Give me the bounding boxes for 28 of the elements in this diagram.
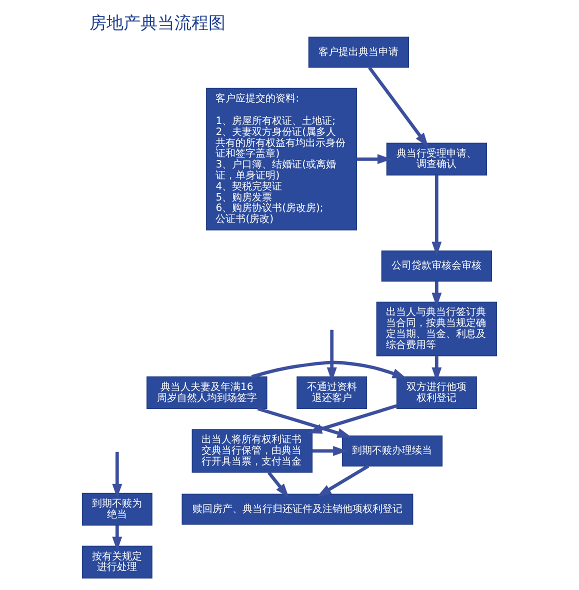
- node-box: 典当人夫妻及年满16周岁自然人均到场签字: [146, 376, 268, 410]
- arrow: [112, 525, 122, 551]
- node-box: 按有关规定进行处理: [82, 546, 152, 578]
- node-box: 客户应提交的资料: 1、房屋所有权证、土地证; 2、夫妻双方身份证(属多人共有的所有权益有均出示身份证和签字盖章) 3、户口簿、结婚证(或离婚证，单身证明) 4、契税完契证 5、购房发票 6、购房协议书(房改房);公证书(房改): [206, 88, 357, 230]
- diagram-title: 房地产典当流程图: [89, 12, 226, 33]
- node-box: 典当行受理申请、调查确认: [386, 142, 487, 176]
- arrow: [112, 452, 122, 498]
- arrow: [251, 360, 407, 378]
- node-box: 不通过资料退还客户: [296, 376, 368, 410]
- node-box: 出当人与典当行签订典当合同，按典当规定确定当期、当金、利息及综合费用等: [376, 302, 498, 356]
- arrow: [356, 154, 392, 164]
- arrow: [257, 407, 352, 438]
- arrow: [312, 446, 348, 456]
- arrow: [368, 66, 428, 148]
- node-box: 赎回房产、典当行归还证件及注销他项权利登记: [182, 494, 414, 525]
- node-box: 公司贷款审核会审核: [381, 250, 492, 282]
- arrow: [308, 404, 398, 434]
- arrow: [432, 175, 442, 256]
- arrow: [326, 330, 337, 382]
- node-box: 出当人将所有权利证书交典当行保管，由典当行开具当票，支付当金: [192, 429, 313, 473]
- node-box: 到期不赎为绝当: [82, 492, 152, 526]
- node-box: 双方进行他项权利登记: [396, 376, 477, 410]
- node-box: 客户提出典当申请: [308, 36, 409, 68]
- arrow: [317, 464, 370, 497]
- arrow: [432, 281, 442, 308]
- node-box: 到期不赎办理续当: [342, 435, 443, 466]
- arrow: [267, 472, 289, 498]
- arrow: [432, 356, 442, 382]
